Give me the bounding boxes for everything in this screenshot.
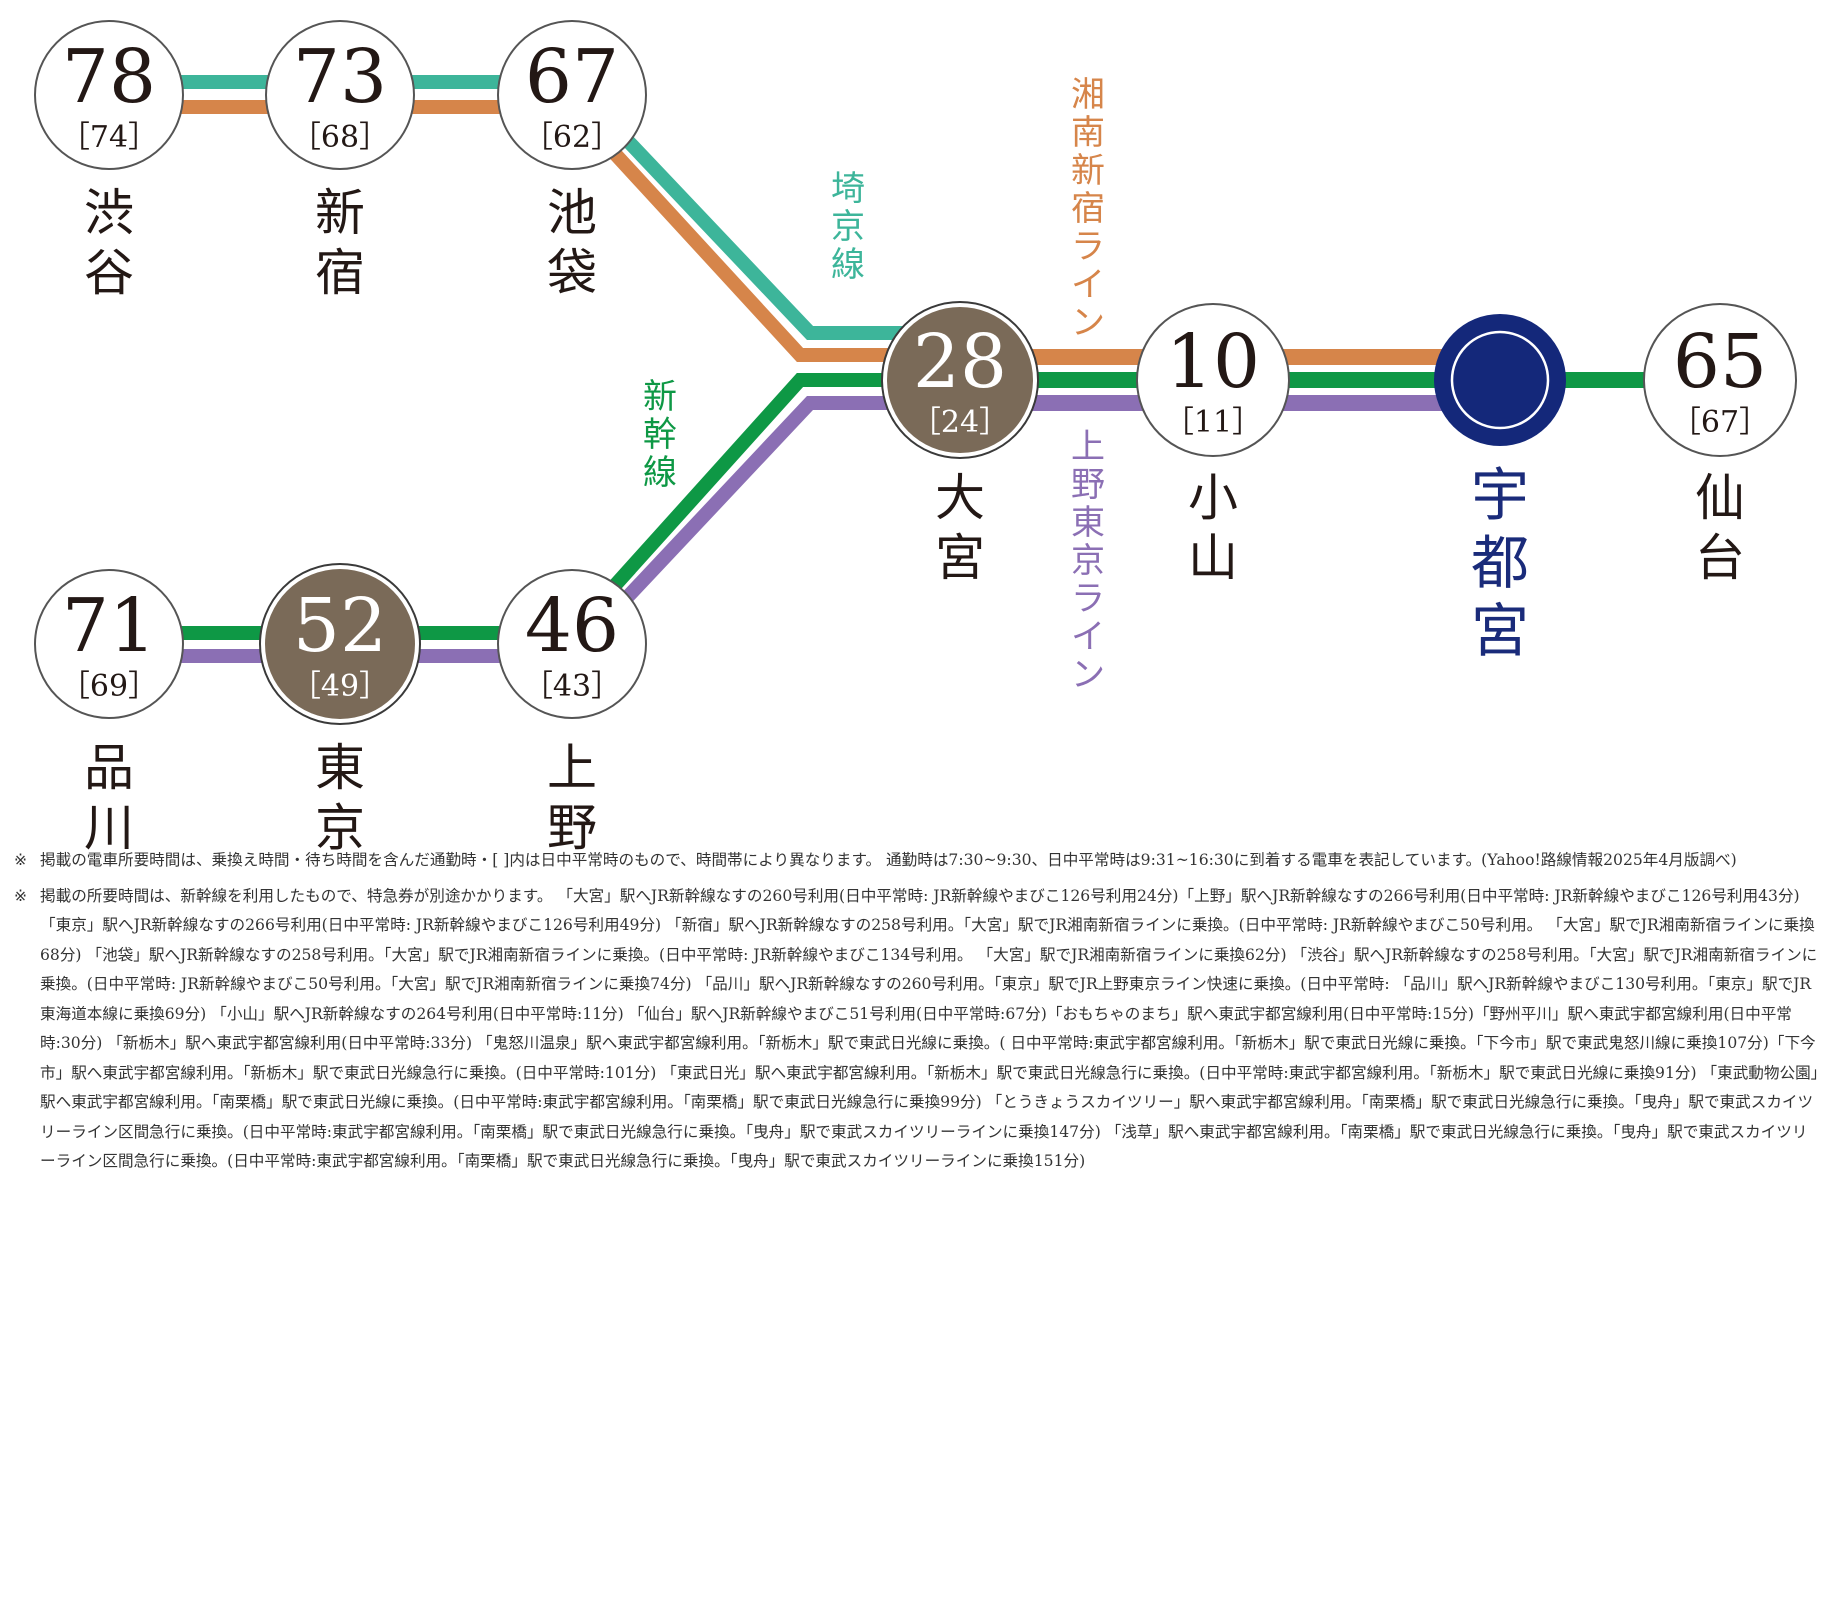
rush-time: 52 [293, 583, 387, 669]
station-name-char: 台 [1695, 529, 1745, 587]
station-name-char: 仙 [1695, 469, 1745, 527]
station-name-char: 宇 [1471, 461, 1529, 529]
shinkansen-line-label: 新幹線 [643, 377, 677, 493]
station-circle [497, 569, 647, 719]
trunk-lines [960, 349, 1720, 411]
station-shinjuku: 73［68］ 新宿 [265, 20, 415, 302]
station-name-char: 川 [84, 799, 134, 850]
station-circle [265, 20, 415, 170]
station-name-char: 宿 [315, 244, 365, 302]
station-name-char: 大 [935, 469, 985, 527]
station-name-char: 谷 [84, 244, 134, 302]
station-name-char: 新 [315, 184, 365, 242]
daytime-time: ［67］ [1671, 405, 1769, 440]
footnotes: ※ 掲載の電車所要時間は、乗換え時間・待ち時間を含んだ通勤時・[ ]内は日中平常… [14, 846, 1820, 1183]
ueno-tokyo-line-label: 上野東京ライン [1071, 427, 1105, 695]
station-name-char: 小 [1188, 469, 1238, 527]
station-circle [34, 20, 184, 170]
daytime-time: ［43］ [523, 669, 621, 704]
station-circle [1136, 303, 1290, 457]
note-text: 掲載の電車所要時間は、乗換え時間・待ち時間を含んだ通勤時・[ ]内は日中平常時の… [40, 851, 1737, 869]
station-utsunomiya: 宇都宮 [1434, 314, 1566, 665]
rush-time: 65 [1673, 319, 1767, 405]
station-name-char: 池 [547, 184, 597, 242]
stations: 78［74］渋谷73［68］新宿67［62］池袋28［24］大宮10［11］小山… [34, 20, 1797, 857]
station-shinagawa: 71［69］ 品川 [34, 569, 184, 857]
daytime-time: ［24］ [911, 405, 1009, 440]
station-ueno: 46［43］ 上野 [497, 569, 647, 857]
rush-time: 71 [62, 583, 156, 669]
daytime-time: ［74］ [60, 120, 158, 155]
saikyo-line-label: 埼京線 [831, 169, 865, 285]
note-text: 掲載の所要時間は、新幹線を利用したもので、特急券が別途かかります。 「大宮」駅へ… [40, 886, 1819, 1171]
station-circle [887, 307, 1033, 453]
rush-time: 10 [1166, 319, 1260, 405]
shonan-line-label: 湘南新宿ライン [1071, 75, 1105, 343]
station-name-char: 宮 [935, 529, 985, 587]
daytime-time: ［49］ [291, 669, 389, 704]
daytime-time: ［69］ [60, 669, 158, 704]
destination-marker [1434, 314, 1566, 446]
station-name-char: 品 [84, 739, 134, 797]
station-circle [34, 569, 184, 719]
footnote-1: ※ 掲載の電車所要時間は、乗換え時間・待ち時間を含んだ通勤時・[ ]内は日中平常… [14, 846, 1820, 876]
daytime-time: ［11］ [1164, 405, 1262, 440]
station-shibuya: 78［74］ 渋谷 [34, 20, 184, 302]
station-circle [265, 569, 415, 719]
station-omiya: 28［24］ 大宮 [881, 301, 1039, 587]
rush-time: 46 [525, 583, 619, 669]
rush-time: 67 [525, 34, 619, 120]
note-mark: ※ [14, 851, 28, 869]
station-name-char: 渋 [84, 184, 134, 242]
rush-time: 28 [913, 319, 1007, 405]
note-mark: ※ [14, 886, 28, 905]
station-tokyo: 52［49］ 東京 [259, 563, 421, 857]
rush-time: 78 [62, 34, 156, 120]
station-name-char: 東 [315, 739, 365, 797]
station-sendai: 65［67］ 仙台 [1643, 303, 1797, 587]
footnote-2: ※ 掲載の所要時間は、新幹線を利用したもので、特急券が別途かかります。 「大宮」… [14, 882, 1820, 1177]
station-name-char: 上 [547, 739, 597, 797]
rush-time: 73 [293, 34, 387, 120]
station-oyama: 10［11］ 小山 [1136, 303, 1290, 587]
station-ikebukuro: 67［62］ 池袋 [497, 20, 647, 302]
station-name-char: 野 [547, 799, 597, 850]
station-name-char: 宮 [1471, 597, 1529, 665]
station-circle [497, 20, 647, 170]
destination-marker-ring [1450, 330, 1550, 430]
daytime-time: ［68］ [291, 120, 389, 155]
route-map-svg: 埼京線 新幹線 湘南新宿ライン 上野東京ライン 78［74］ 渋谷 73［68］ 新宿… [34, 20, 1797, 857]
station-name-char: 山 [1188, 529, 1238, 587]
station-name-char: 袋 [547, 244, 597, 302]
station-circle [1643, 303, 1797, 457]
station-name-char: 都 [1471, 529, 1529, 597]
daytime-time: ［62］ [523, 120, 621, 155]
station-name-char: 京 [315, 799, 365, 850]
